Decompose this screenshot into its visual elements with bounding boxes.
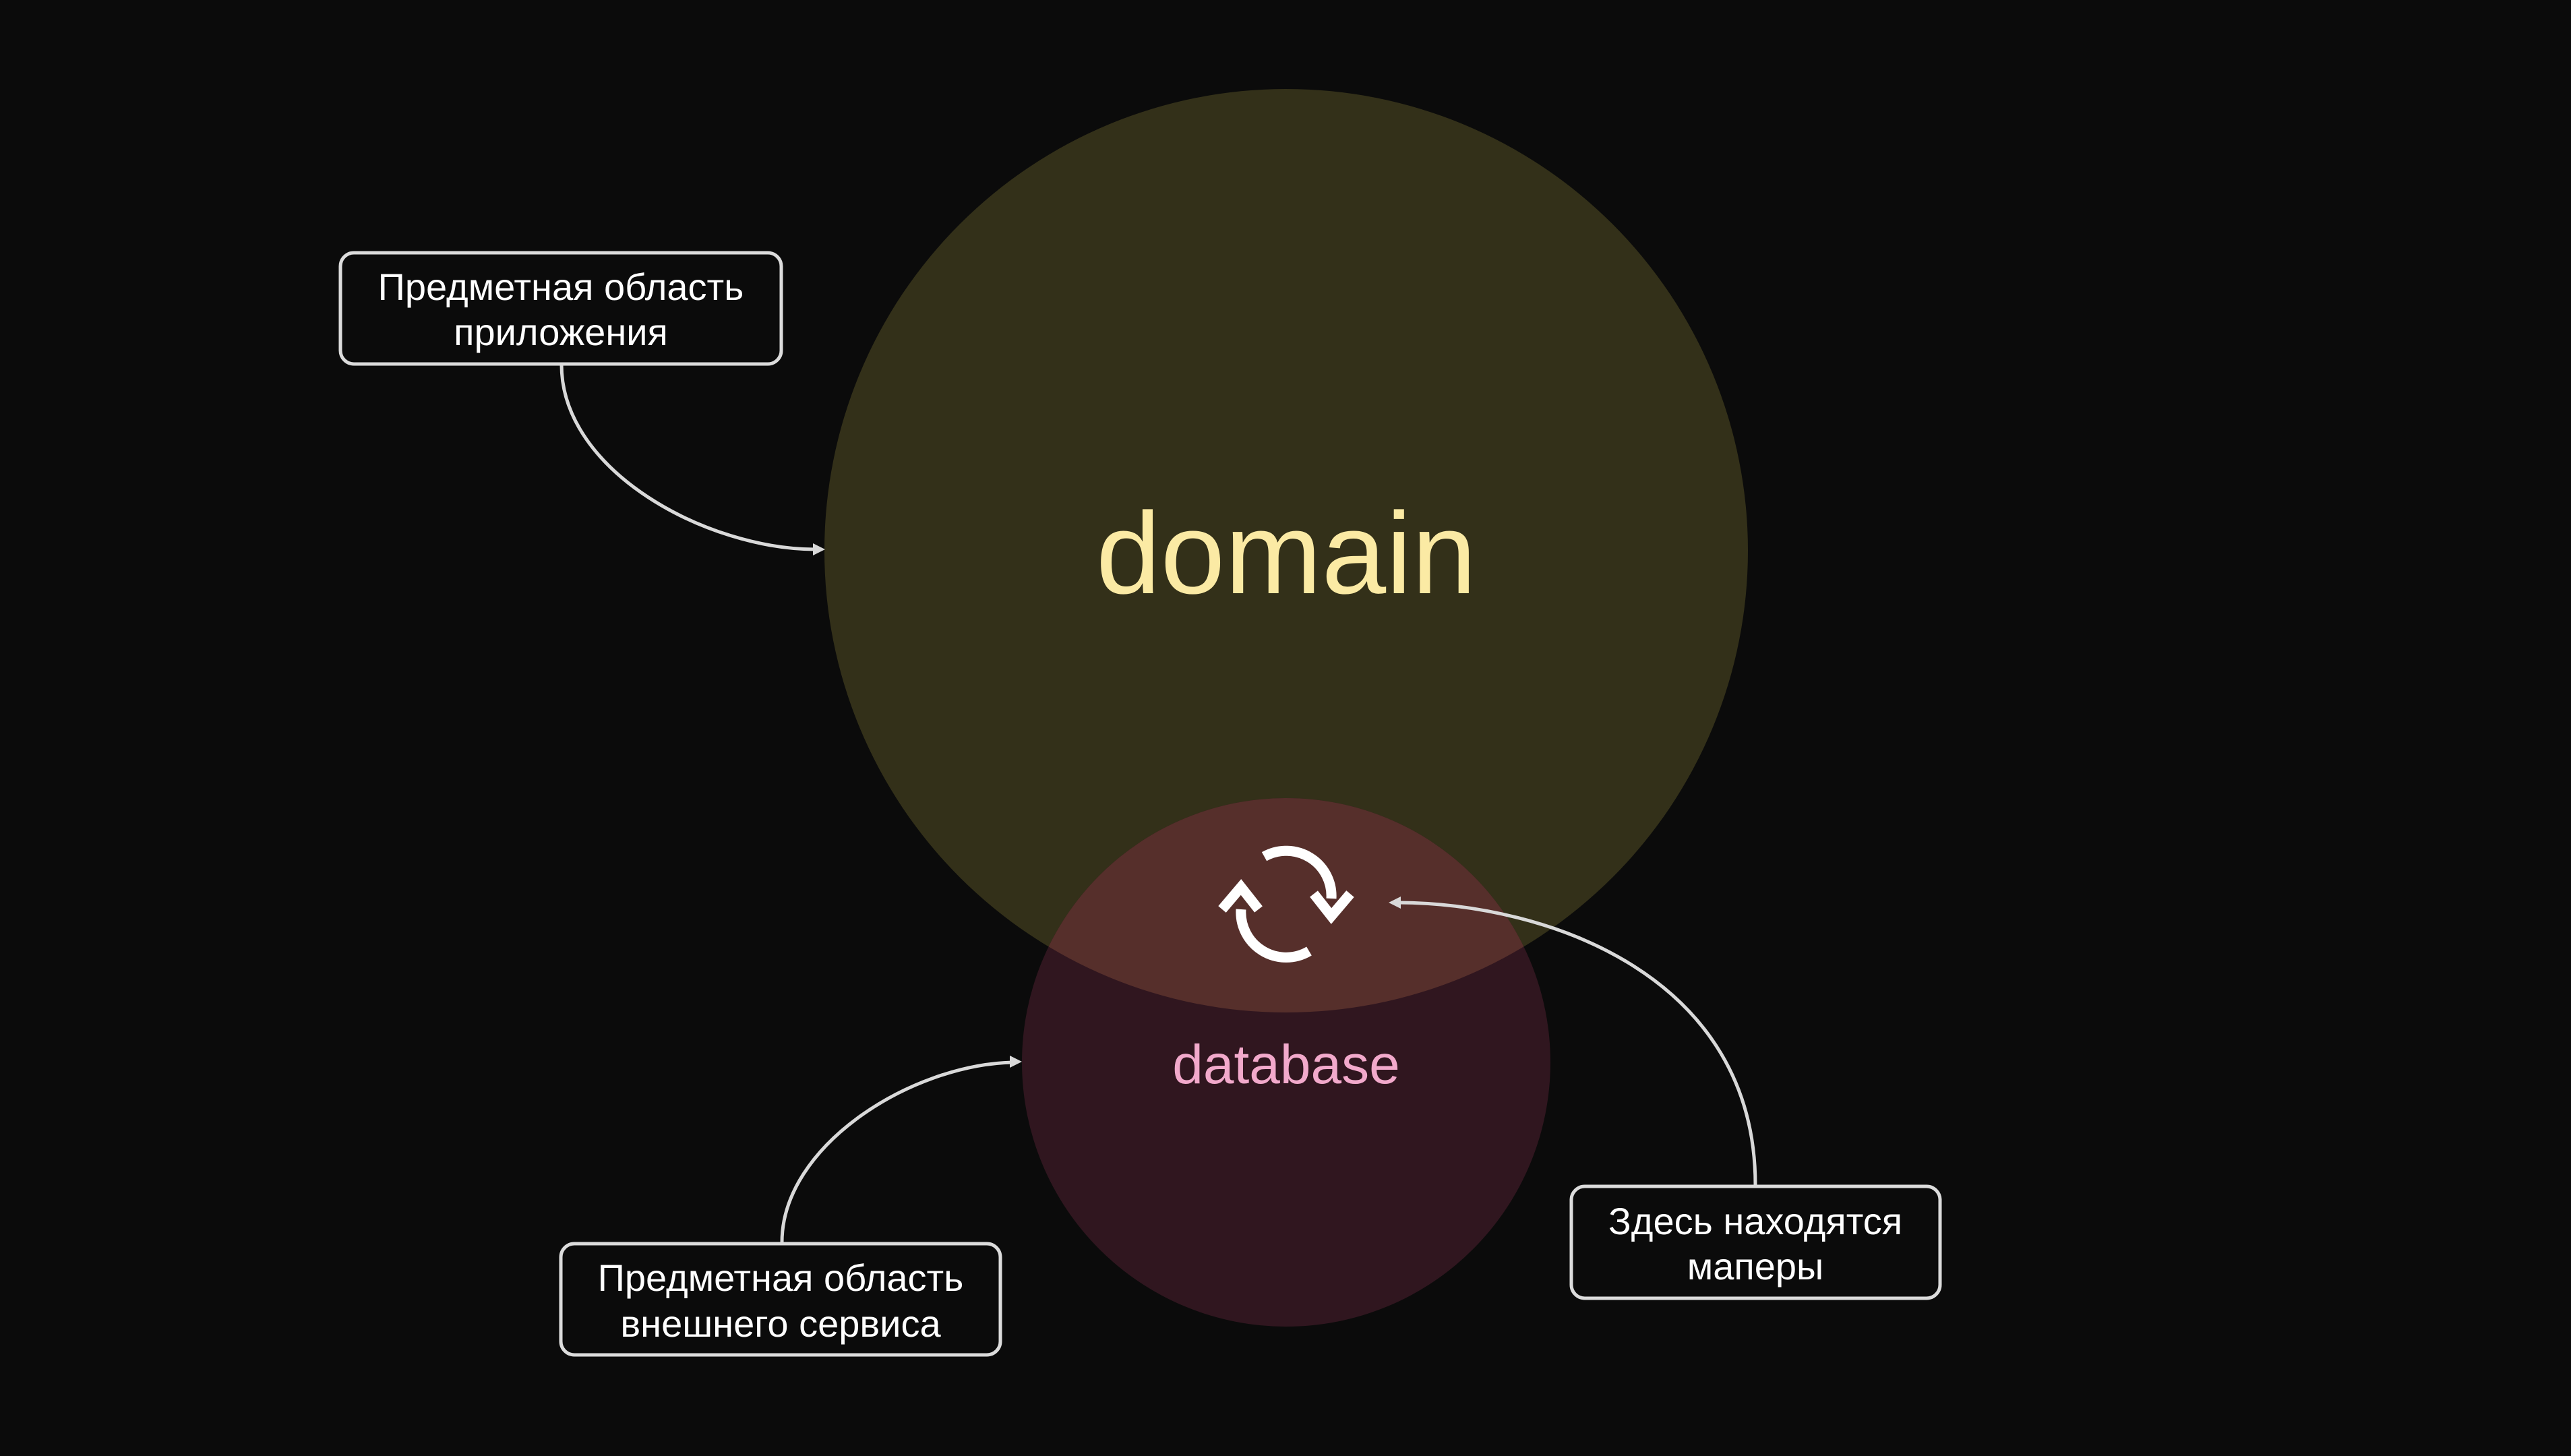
connector-mappers bbox=[1389, 897, 1757, 1186]
connector-app-domain bbox=[559, 364, 825, 555]
callout-line-1: Предметная область bbox=[598, 1256, 964, 1299]
callout-line-2: внешнего сервиса bbox=[620, 1302, 941, 1345]
callout-line-2: приложения bbox=[454, 311, 668, 353]
callout-box bbox=[1569, 1184, 1942, 1300]
domain-circle bbox=[824, 89, 1748, 1012]
sync-arrows-icon bbox=[1218, 845, 1354, 963]
domain-label: domain bbox=[1096, 489, 1476, 618]
callout-app-domain: Предметная область приложения bbox=[338, 251, 783, 366]
database-label: database bbox=[1172, 1034, 1399, 1095]
callout-box bbox=[559, 1242, 1002, 1357]
overlap-region bbox=[1022, 798, 1550, 1012]
callout-line-1: Предметная область bbox=[378, 266, 744, 308]
connector-external-domain bbox=[780, 1056, 1022, 1243]
callout-mappers: Здесь находятся маперы bbox=[1569, 1184, 1942, 1300]
callout-box bbox=[338, 251, 783, 366]
callout-external-domain: Предметная область внешнего сервиса bbox=[559, 1242, 1002, 1357]
callout-line-2: маперы bbox=[1687, 1245, 1824, 1287]
callout-line-1: Здесь находятся bbox=[1608, 1200, 1902, 1242]
